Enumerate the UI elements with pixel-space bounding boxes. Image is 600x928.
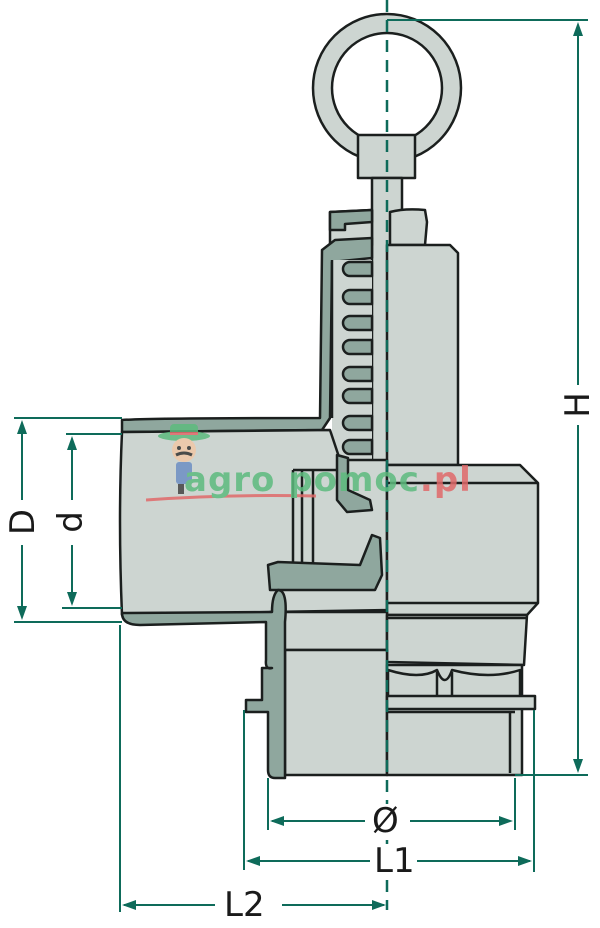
dimension-label-L1: L1 [372, 841, 417, 881]
watermark-underline [146, 494, 316, 502]
dimension-label-d: d [50, 509, 91, 535]
spring [341, 260, 374, 456]
dimension-label-D: D [3, 506, 44, 538]
valve-body [118, 12, 540, 780]
watermark-text: agro pomoc.pl [184, 460, 472, 500]
dimension-label-H: H [557, 390, 598, 420]
watermark-part2: pomoc [288, 460, 420, 500]
dimension-lines [14, 19, 588, 912]
dimension-label-L2: L2 [222, 885, 267, 925]
farmer-mascot-icon [158, 424, 210, 494]
dimension-label-diameter: Ø [370, 801, 401, 841]
watermark-part3: .pl [419, 460, 472, 500]
watermark-part1: agro [184, 460, 276, 500]
watermark: agro pomoc.pl [146, 422, 486, 502]
